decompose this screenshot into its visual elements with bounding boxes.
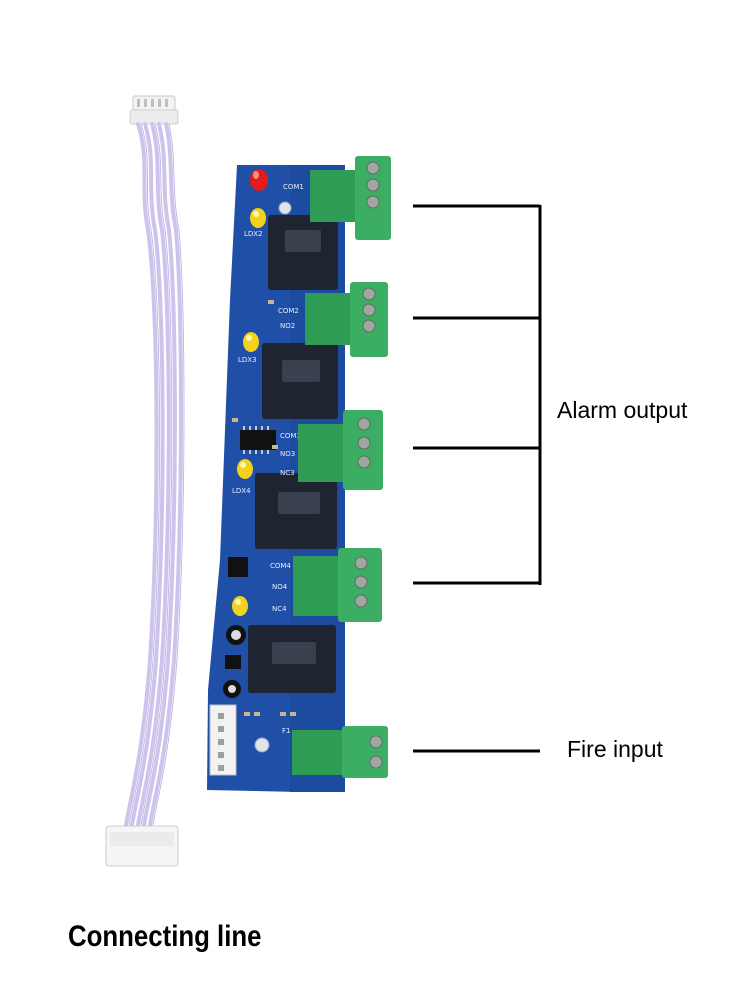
silk-ldx2: LDX2 (244, 230, 263, 238)
mounting-hole (278, 201, 292, 215)
relay-1 (268, 215, 338, 290)
led-yellow-3 (237, 459, 253, 479)
silk-com1: COM1 (283, 183, 304, 191)
silk-f1: F1 (282, 727, 290, 735)
silk-nc4: NC4 (272, 605, 287, 613)
alarm-output-label: Alarm output (557, 397, 688, 423)
led-red (250, 169, 268, 191)
terminal-block-fire (292, 726, 388, 778)
alarm-output-bracket (413, 204, 542, 585)
silk-ldx4: LDX4 (232, 487, 251, 495)
silk-com2: COM2 (278, 307, 299, 315)
capacitor (226, 625, 246, 645)
silk-no2: NO2 (280, 322, 295, 330)
silk-nc3: NC3 (280, 469, 295, 477)
terminal-block-1 (310, 156, 391, 240)
connecting-cable (105, 95, 185, 867)
mounting-hole (254, 737, 270, 753)
capacitor (223, 680, 241, 698)
ic-chip (228, 557, 248, 577)
alarm-module-board: COM1 LDX2 COM2 NO2 LDX3 COM3 NO3 NC3 LDX… (207, 156, 391, 792)
terminal-block-4 (293, 548, 382, 622)
silk-no4: NO4 (272, 583, 288, 591)
ic-chip (240, 430, 276, 450)
connecting-line-label: Connecting line (68, 920, 262, 953)
fire-input-label: Fire input (567, 736, 663, 762)
silk-com4: COM4 (270, 562, 291, 570)
silk-com3: COM3 (280, 432, 301, 440)
terminal-block-3 (298, 410, 383, 490)
led-yellow-1 (250, 208, 266, 228)
terminal-block-2 (305, 282, 388, 357)
silk-ldx3: LDX3 (238, 356, 257, 364)
silk-no3: NO3 (280, 450, 295, 458)
led-yellow-2 (243, 332, 259, 352)
led-yellow-4 (232, 596, 248, 616)
